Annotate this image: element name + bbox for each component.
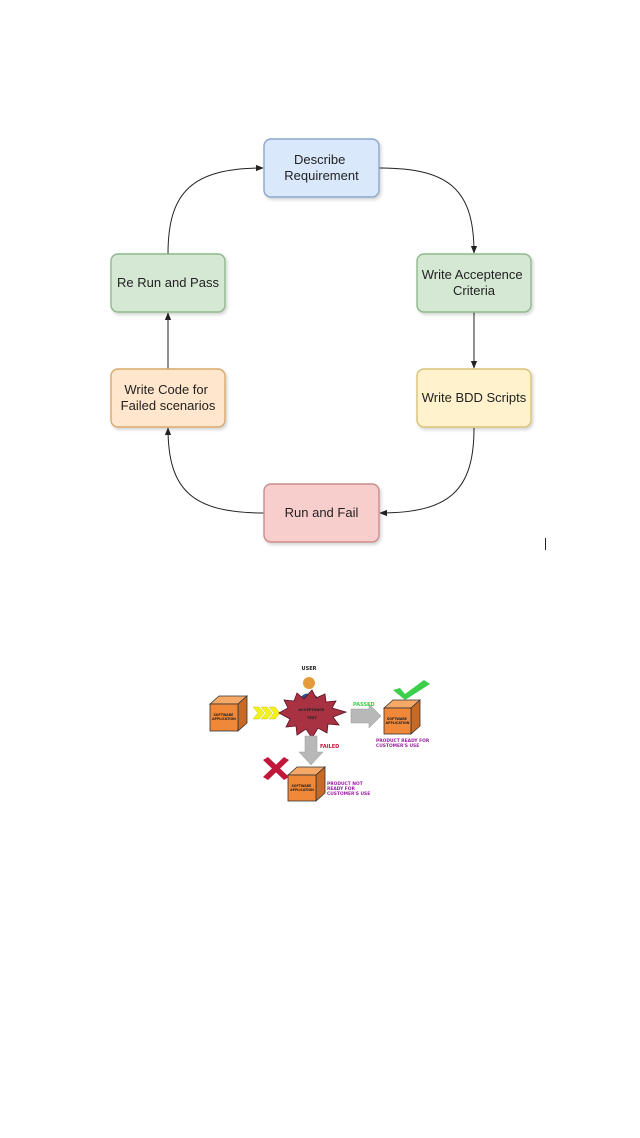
edge-rerun-to-describe [167, 164, 264, 255]
node-runfail-line-1: Run and Fail [285, 505, 359, 520]
acceptance-testing-illustration: SOFTWARE APPLICATION USER ACCEPTANCE TES… [208, 666, 431, 802]
passed-cube-line-2: APPLICATION [386, 721, 410, 725]
node-run-and-fail: Run and Fail [263, 483, 380, 543]
failed-arrow-shape [298, 735, 324, 766]
node-bdd-label: Write BDD Scripts [422, 390, 527, 405]
passed-cube-front [383, 707, 412, 735]
node-describe-line-1: Describe [294, 152, 345, 167]
chevron-2 [260, 706, 273, 720]
not-ready-caption: PRODUCT NOT READY FOR CUSTOMER'S USE [327, 781, 370, 797]
node-describe-box [263, 138, 380, 198]
bdd-cycle-diagram: Describe Requirement Write Acceptence Cr… [110, 138, 532, 543]
input-cube-line-2: APPLICATION [212, 717, 236, 721]
cycle-edges [164, 164, 478, 517]
node-describe-line-2: Requirement [284, 168, 359, 183]
burst-label: ACCEPTANCE TEST [298, 708, 325, 720]
input-cube-line-1: SOFTWARE [214, 713, 234, 717]
node-acceptance-line-2: Criteria [453, 283, 496, 298]
node-re-run-and-pass: Re Run and Pass [110, 253, 226, 313]
failed-cube-front [287, 774, 317, 802]
burst-shape [278, 689, 348, 739]
node-runfail-label: Run and Fail [285, 505, 359, 520]
checkmark-icon [393, 680, 430, 700]
passed-arrow-shape [350, 703, 382, 729]
failed-cube-line-1: SOFTWARE [292, 784, 312, 788]
node-writecode-line-2: Failed scenarios [121, 398, 216, 413]
node-runfail-box [263, 483, 380, 543]
user-head [303, 677, 315, 689]
acceptance-test-burst: ACCEPTANCE TEST [278, 689, 348, 739]
chevron-1 [252, 706, 265, 720]
edge-describe-to-acceptance [378, 167, 478, 254]
ready-line-2: CUSTOMER'S USE [376, 743, 419, 749]
passed-label: PASSED [353, 702, 375, 708]
node-describe-label: Describe Requirement [284, 152, 359, 183]
ready-caption: PRODUCT READY FOR CUSTOMER'S USE [376, 738, 431, 749]
burst-line-1: ACCEPTANCE [298, 708, 325, 712]
node-rerun-box [110, 253, 226, 313]
failed-cube-line-2: APPLICATION [290, 788, 314, 792]
node-bdd-box [416, 368, 532, 428]
node-write-acceptance-criteria: Write Acceptence Criteria [416, 253, 532, 313]
input-chevron-arrows [252, 706, 281, 720]
cross-stroke-2 [263, 757, 289, 780]
failed-arrow: FAILED [298, 735, 339, 766]
failed-label: FAILED [320, 744, 339, 750]
node-rerun-line-1: Re Run and Pass [117, 275, 219, 290]
not-ready-line-1: PRODUCT NOT [327, 781, 363, 787]
cross-icon [263, 757, 289, 780]
passed-software-cube: SOFTWARE APPLICATION [382, 699, 422, 735]
node-writecode-line-1: Write Code for [124, 382, 208, 397]
node-write-code-for-failed: Write Code for Failed scenarios [110, 368, 226, 428]
node-describe-requirement: Describe Requirement [263, 138, 380, 198]
not-ready-line-2: READY FOR [327, 786, 356, 792]
failed-software-cube: SOFTWARE APPLICATION [286, 766, 327, 802]
burst-line-2: TEST [307, 716, 317, 720]
node-write-bdd-scripts: Write BDD Scripts [416, 368, 532, 428]
input-cube-front [209, 703, 239, 732]
node-writecode-label: Write Code for Failed scenarios [121, 382, 216, 413]
edge-runfail-to-writecode [164, 427, 265, 514]
not-ready-line-3: CUSTOMER'S USE [327, 791, 370, 797]
node-writecode-box [110, 368, 226, 428]
passed-cube-label: SOFTWARE APPLICATION [386, 717, 410, 725]
chevron-3 [268, 706, 281, 720]
passed-cube-line-1: SOFTWARE [387, 717, 407, 721]
node-acceptance-line-1: Write Acceptence [422, 267, 523, 282]
node-rerun-label: Re Run and Pass [117, 275, 219, 290]
input-software-cube: SOFTWARE APPLICATION [208, 695, 249, 732]
text-cursor-mark [545, 538, 546, 550]
user-label: USER [302, 666, 317, 672]
passed-arrow: PASSED [350, 702, 382, 729]
failed-cube-label: SOFTWARE APPLICATION [290, 784, 314, 792]
input-cube-label: SOFTWARE APPLICATION [212, 713, 236, 721]
node-bdd-line-1: Write BDD Scripts [422, 390, 527, 405]
node-acceptance-label: Write Acceptence Criteria [422, 267, 527, 298]
node-acceptance-box [416, 253, 532, 313]
ready-line-1: PRODUCT READY FOR [376, 738, 430, 744]
edge-bdd-to-runfail [379, 427, 475, 517]
